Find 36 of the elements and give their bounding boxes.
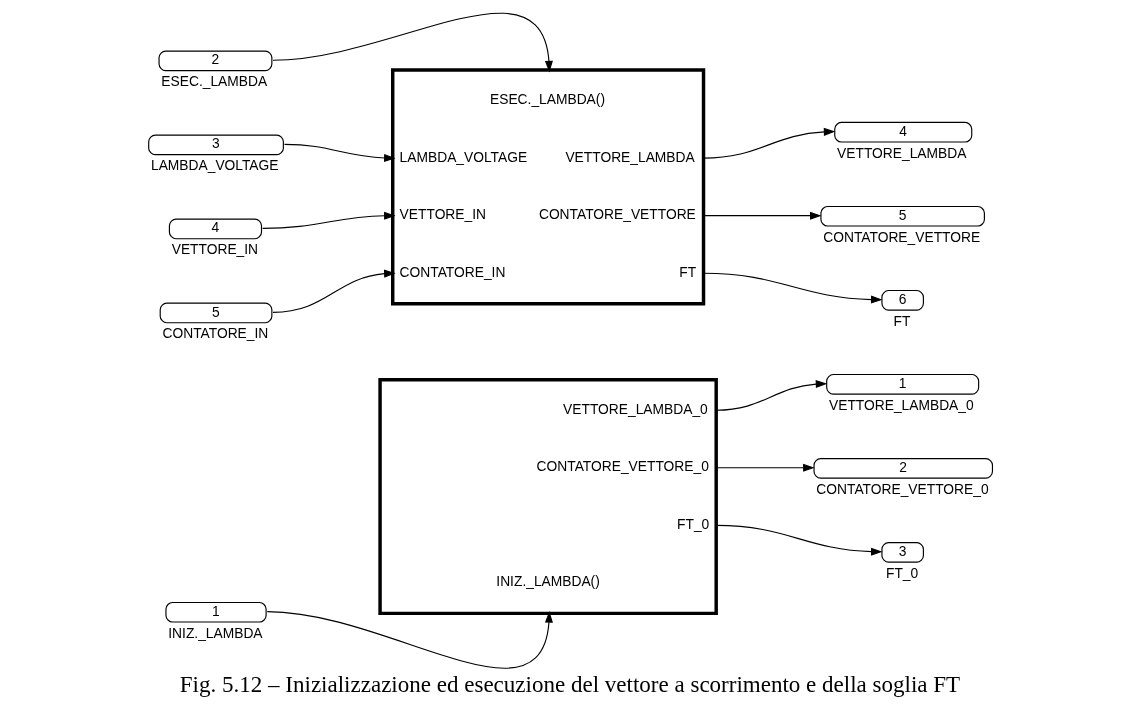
node-label: CONTATORE_VETTORE_0 [815,480,989,497]
node-label: CONTATORE_VETTORE [822,228,980,245]
node-box: 5 [159,302,272,324]
node-label: VETTORE_IN [171,241,258,258]
node-label: FT [892,312,910,329]
arrow [261,211,396,229]
node-box: 4 [168,218,262,240]
node-box: 2 [157,50,272,72]
arrow [271,12,553,73]
node-label: CONTATORE_IN [162,325,268,342]
arrow [715,380,827,411]
node-box: 2 [812,458,993,479]
node-box: 3 [147,134,284,156]
arrow [702,211,822,220]
caption: Fig. 5.12 – Inizializzazione ed esecuzione del vettore a scorrimento e della soglia FT [179,670,960,697]
node-label: FT_0 [885,564,918,581]
arrow [702,127,835,159]
arrow [283,143,396,162]
arrow [715,524,883,556]
node-box: 5 [819,205,985,227]
node-label: INIZ._LAMBDA [167,624,263,641]
node-label: ESEC._LAMBDA [160,73,267,90]
node-label: VETTORE_LAMBDA [836,144,966,161]
node-box: ESEC._LAMBDA() LAMBDA_VOLTAGE VETTORE_LAMBDA VETTORE_IN CONTATORE_VETTORE CONTATORE_IN FT [390,68,705,306]
node-label: LAMBDA_VOLTAGE [150,157,279,174]
node-box: VETTORE_LAMBDA_0 CONTATORE_VETTORE_0 FT_0 INIZ._LAMBDA() [377,378,718,616]
arrow [266,611,553,669]
arrow [715,463,815,472]
arrow [702,272,883,304]
node-box: 1 [164,601,267,623]
node-box: 4 [833,121,972,143]
node-box: 3 [880,542,924,563]
arrow [271,269,396,313]
node-label: VETTORE_LAMBDA_0 [828,396,974,413]
node-box: 6 [880,289,924,311]
node-box: 1 [825,373,979,395]
